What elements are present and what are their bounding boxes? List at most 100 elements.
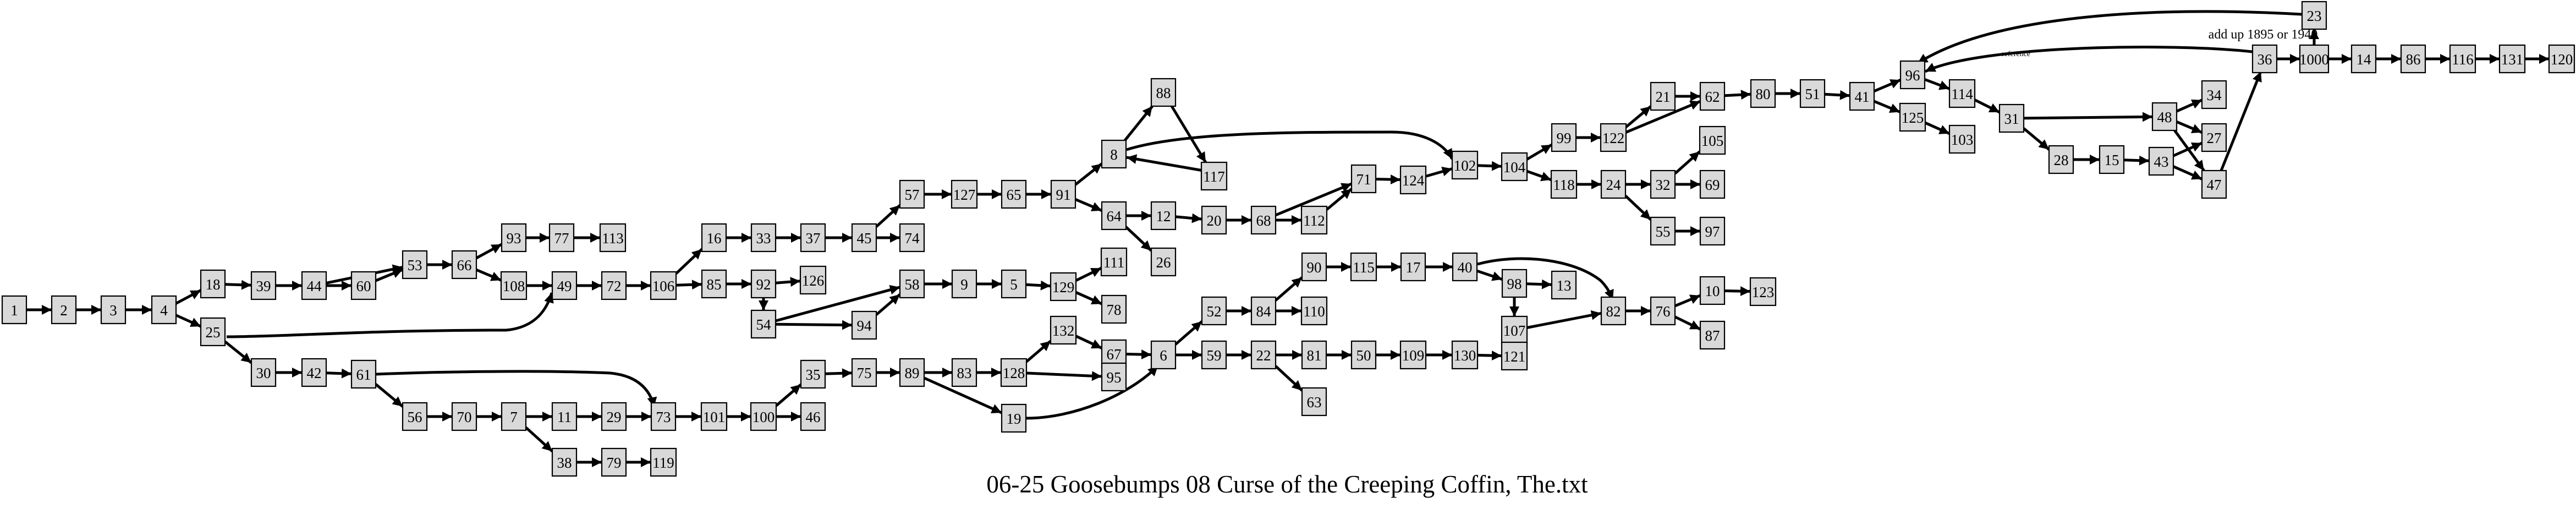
node-116: 116 [2449,44,2476,74]
node-label: 99 [1557,130,1572,146]
node-32: 32 [1650,169,1676,199]
edge-18-to-39 [224,280,252,290]
node-label: 44 [307,278,322,294]
node-box [599,223,627,253]
edge-104-to-99 [1526,143,1553,161]
node-box [551,402,578,431]
node-label: 115 [1353,259,1375,276]
node-box [701,269,727,299]
node-box [1650,169,1676,199]
node-box [1101,139,1127,169]
node-label: 43 [2154,154,2169,170]
node-23: 23 [2301,1,2327,30]
node-box [2201,80,2227,110]
node-box [1399,340,1427,370]
node-label: 93 [507,230,521,247]
node-label: 1 [10,302,18,319]
node-117: 117 [1200,161,1228,191]
node-box [1001,179,1027,209]
node-18: 18 [200,269,226,299]
node-63: 63 [1301,387,1327,417]
node-box [1948,79,1976,108]
edge-8-to-88 [1124,105,1154,141]
node-box [601,447,627,477]
edge-42-to-61 [326,368,352,379]
node-5: 5 [1001,269,1027,299]
edge-122-to-21 [1625,105,1652,128]
edge-124-to-102 [1425,166,1453,178]
node-label: 68 [1256,212,1271,229]
node-57: 57 [899,179,925,209]
node-box [1699,169,1726,199]
node-box [301,271,327,300]
node-box [1948,124,1976,154]
node-50: 50 [1350,340,1377,370]
node-label: 36 [2258,51,2272,68]
node-box [1501,341,1528,371]
node-box [601,402,627,431]
node-label: 131 [2501,51,2524,68]
node-box [1600,123,1627,152]
node-box [151,295,177,325]
node-box [2449,44,2476,74]
node-box [1650,296,1676,326]
node-label: 23 [2307,8,2322,24]
node-box [800,402,826,431]
node-label: 20 [1207,212,1222,229]
node-label: 66 [457,257,472,273]
node-box [1350,252,1377,282]
edge-48-to-27 [2176,120,2202,134]
node-box [1400,252,1426,282]
node-80: 80 [1750,79,1776,108]
node-107: 107 [1501,315,1528,345]
node-93: 93 [501,223,527,253]
node-14: 14 [2350,44,2377,74]
edge-51-to-41 [1824,90,1850,100]
node-label: 114 [1951,86,1973,102]
node-30: 30 [250,358,277,387]
node-box [1250,205,1277,235]
node-box [301,358,327,387]
node-19: 19 [1001,403,1027,433]
node-box [700,402,728,431]
node-label: 47 [2207,177,2222,193]
node-105: 105 [1699,125,1726,155]
edge-36-to-96 [1924,46,2253,73]
node-1000: 1000 [2299,44,2330,74]
node-label: 88 [1156,85,1171,101]
node-box [1699,216,1726,246]
node-22: 22 [1250,340,1277,370]
node-label: 130 [1454,347,1476,364]
node-box [451,402,477,431]
node-125: 125 [1899,102,1926,132]
node-9: 9 [951,269,977,299]
edge-25-to-49 [226,292,554,338]
node-128: 128 [1000,358,1028,387]
node-20: 20 [1201,205,1227,235]
edge-66-to-108 [476,268,502,282]
node-label: 86 [2406,51,2421,68]
node-46: 46 [800,402,826,431]
node-box [2201,169,2227,199]
node-112: 112 [1300,205,1328,235]
node-label: 9 [960,276,968,293]
node-label: 4 [160,302,168,319]
node-label: 26 [1156,254,1171,271]
node-132: 132 [1050,315,1077,345]
node-29: 29 [601,402,627,431]
edge-25-to-30 [224,340,252,364]
node-8: 8 [1101,139,1127,169]
node-40: 40 [1452,252,1478,282]
node-box [899,179,925,209]
node-label: 45 [857,230,872,247]
node-box [200,317,226,347]
node-label: 54 [756,316,772,333]
node-box [1650,81,1676,111]
node-box [1998,103,2025,133]
node-label: 83 [957,365,972,381]
node-label: 52 [1207,303,1222,320]
node-box [1201,296,1227,326]
node-box [2299,44,2330,74]
node-45: 45 [851,223,877,253]
